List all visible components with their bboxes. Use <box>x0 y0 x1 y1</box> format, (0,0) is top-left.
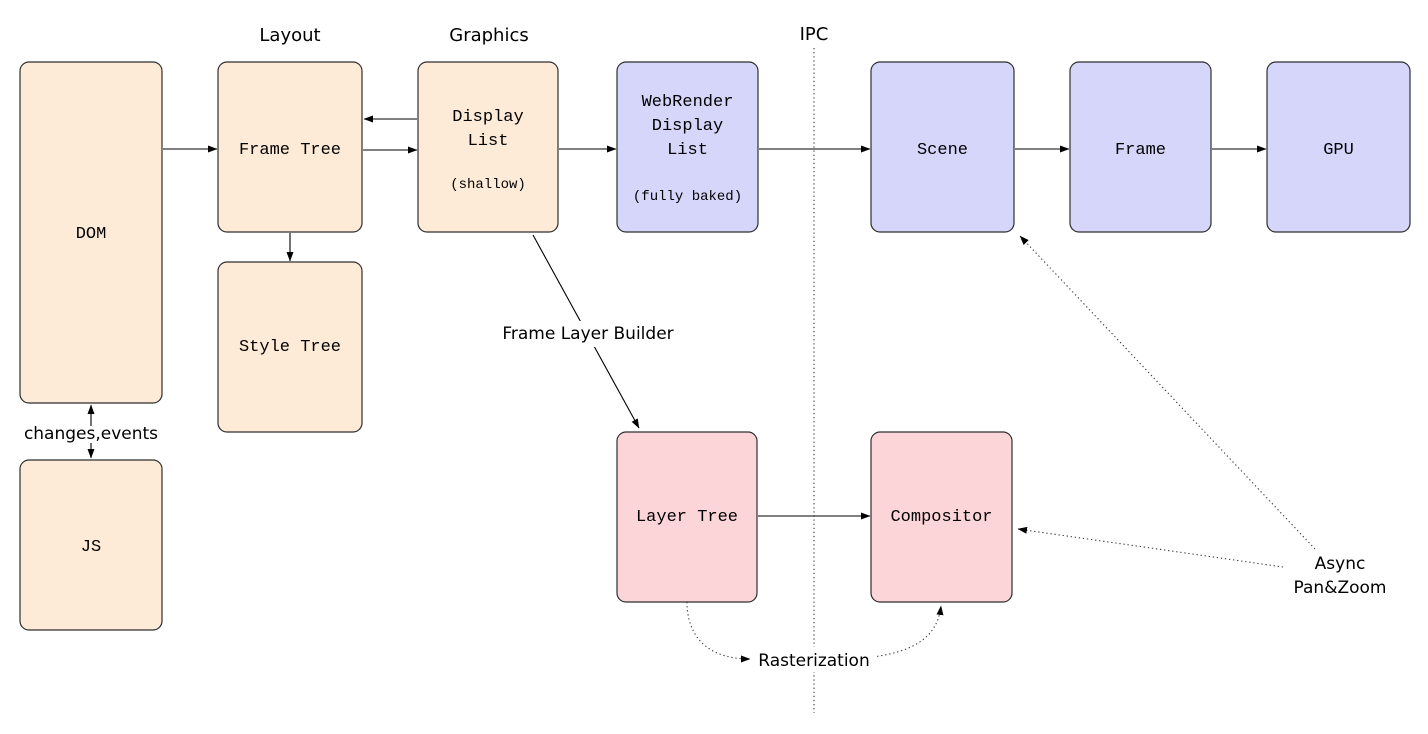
node-display-list-label-line1: Display <box>452 108 523 127</box>
edge-label-rasterization: Rasterization <box>758 651 869 671</box>
node-display-list <box>417 61 559 233</box>
section-label-ipc: IPC <box>800 24 829 45</box>
node-gpu <box>1266 61 1411 233</box>
node-compositor <box>870 431 1013 603</box>
edge-label-frame-layer-builder: Frame Layer Builder <box>502 324 673 344</box>
dotted-arrow-async-pan-zoom-to-compositor <box>1017 526 1284 568</box>
rasterization-label-bg <box>755 647 875 672</box>
node-frame-tree <box>217 61 363 233</box>
edge-label-changes-events: changes,events <box>24 424 158 444</box>
dotted-arrow-rasterization-to-compositor <box>872 605 944 658</box>
node-frame-tree-label: Frame Tree <box>239 141 341 160</box>
node-webrender-display-list-note: (fully baked) <box>633 189 742 205</box>
node-display-list-label-line2: List <box>468 132 509 151</box>
node-js-label: JS <box>81 538 101 557</box>
node-dom <box>19 61 163 404</box>
dotted-arrow-async-pan-zoom-to-scene <box>1019 235 1316 550</box>
node-scene <box>870 61 1015 233</box>
section-label-graphics: Graphics <box>449 25 529 46</box>
node-dom-label: DOM <box>76 225 107 244</box>
edge-label-async-pan-zoom-line1: Async <box>1315 554 1366 574</box>
frame-layer-builder-label-bg <box>498 321 678 347</box>
node-js <box>19 459 163 631</box>
node-webrender-display-list-line1: WebRender <box>642 93 734 112</box>
node-webrender-display-list-line2: Display <box>652 117 723 136</box>
section-label-layout: Layout <box>259 25 320 46</box>
node-scene-label: Scene <box>917 141 968 160</box>
node-gpu-label: GPU <box>1323 141 1354 160</box>
node-frame <box>1069 61 1212 233</box>
node-webrender-display-list <box>616 61 759 233</box>
node-frame-label: Frame <box>1115 141 1166 160</box>
node-layer-tree-label: Layer Tree <box>636 508 738 527</box>
node-compositor-label: Compositor <box>890 508 992 527</box>
node-style-tree <box>217 261 363 433</box>
node-layer-tree <box>616 431 758 603</box>
node-style-tree-label: Style Tree <box>239 338 341 357</box>
edge-label-async-pan-zoom-line2: Pan&Zoom <box>1294 578 1387 598</box>
dotted-arrow-layer-tree-to-rasterization <box>686 601 751 663</box>
node-display-list-note: (shallow) <box>450 177 526 193</box>
node-webrender-display-list-line3: List <box>667 141 708 160</box>
